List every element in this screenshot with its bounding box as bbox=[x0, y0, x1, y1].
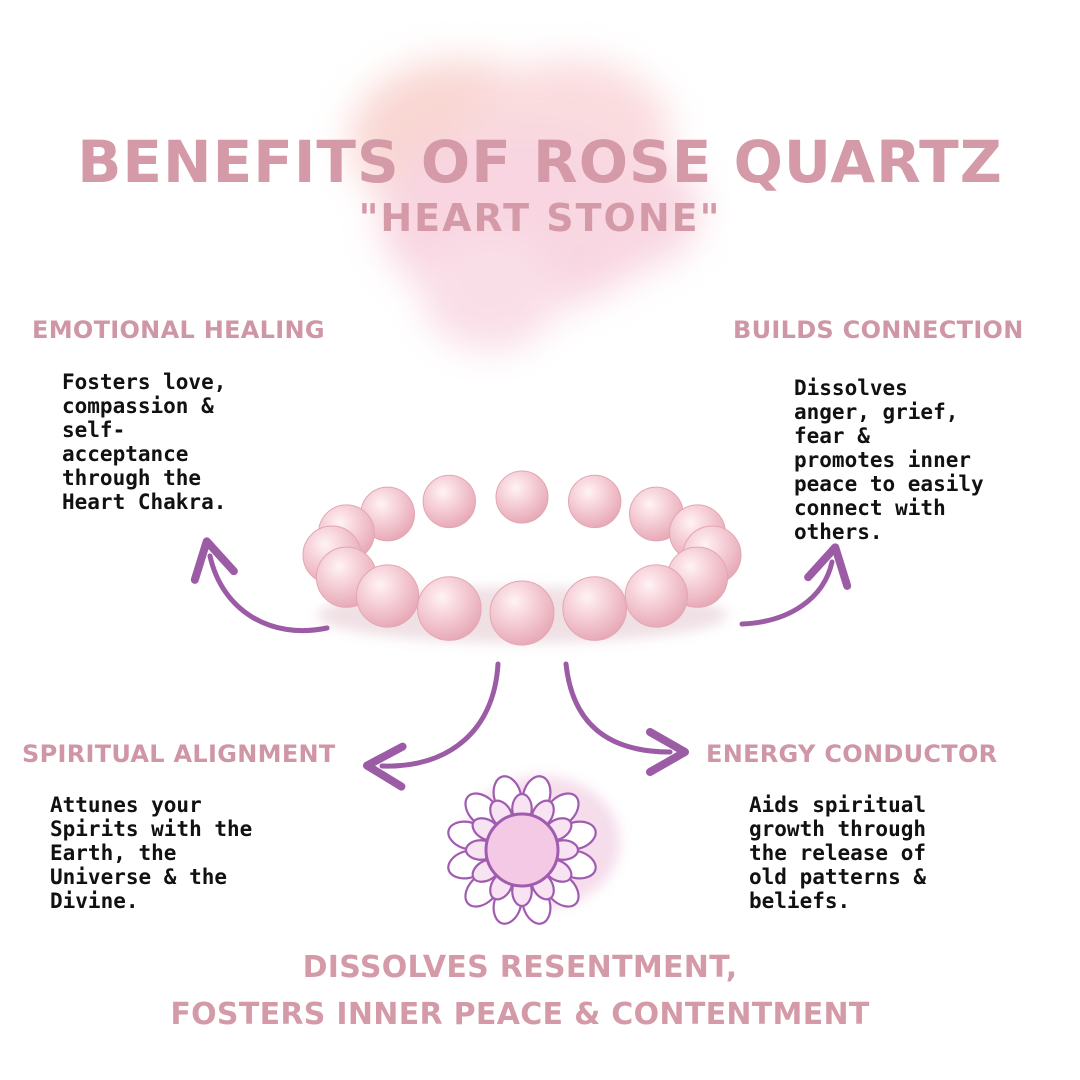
bracelet-bead bbox=[356, 564, 420, 628]
bracelet-bead bbox=[624, 564, 689, 628]
body-spiritual-alignment: Attunes your Spirits with the Earth, the… bbox=[50, 793, 253, 913]
bracelet-bead bbox=[422, 474, 476, 529]
crown-chakra-lotus-icon bbox=[447, 775, 620, 925]
bracelet-bead bbox=[562, 576, 628, 641]
bracelet-bead bbox=[417, 576, 482, 641]
body-builds-connection: Dissolves anger, grief, fear & promotes … bbox=[794, 376, 984, 544]
heading-energy-conductor: ENERGY CONDUCTOR bbox=[706, 740, 998, 768]
watercolor-splash bbox=[350, 60, 700, 350]
curved-arrow-icon bbox=[563, 661, 689, 776]
footer-line-1: DISSOLVES RESENTMENT, bbox=[302, 950, 738, 985]
bracelet-bead bbox=[568, 474, 622, 529]
heading-builds-connection: BUILDS CONNECTION bbox=[733, 316, 1024, 344]
footer-line-2: FOSTERS INNER PEACE & CONTENTMENT bbox=[170, 997, 870, 1032]
page-title: BENEFITS OF ROSE QUARTZ bbox=[77, 128, 1003, 196]
body-energy-conductor: Aids spiritual growth through the releas… bbox=[749, 793, 927, 913]
curved-arrow-icon bbox=[739, 543, 852, 627]
curved-arrow-icon bbox=[363, 661, 501, 791]
body-emotional-healing: Fosters love, compassion & self- accepta… bbox=[62, 370, 227, 514]
bracelet-bead bbox=[495, 470, 549, 524]
bracelet-bead bbox=[489, 580, 555, 646]
heading-spiritual-alignment: SPIRITUAL ALIGNMENT bbox=[22, 740, 336, 768]
heading-emotional-healing: EMOTIONAL HEALING bbox=[32, 316, 325, 344]
curved-arrow-icon bbox=[190, 537, 330, 634]
page-subtitle: "HEART STONE" bbox=[358, 196, 722, 240]
rose-quartz-bracelet bbox=[302, 470, 742, 646]
